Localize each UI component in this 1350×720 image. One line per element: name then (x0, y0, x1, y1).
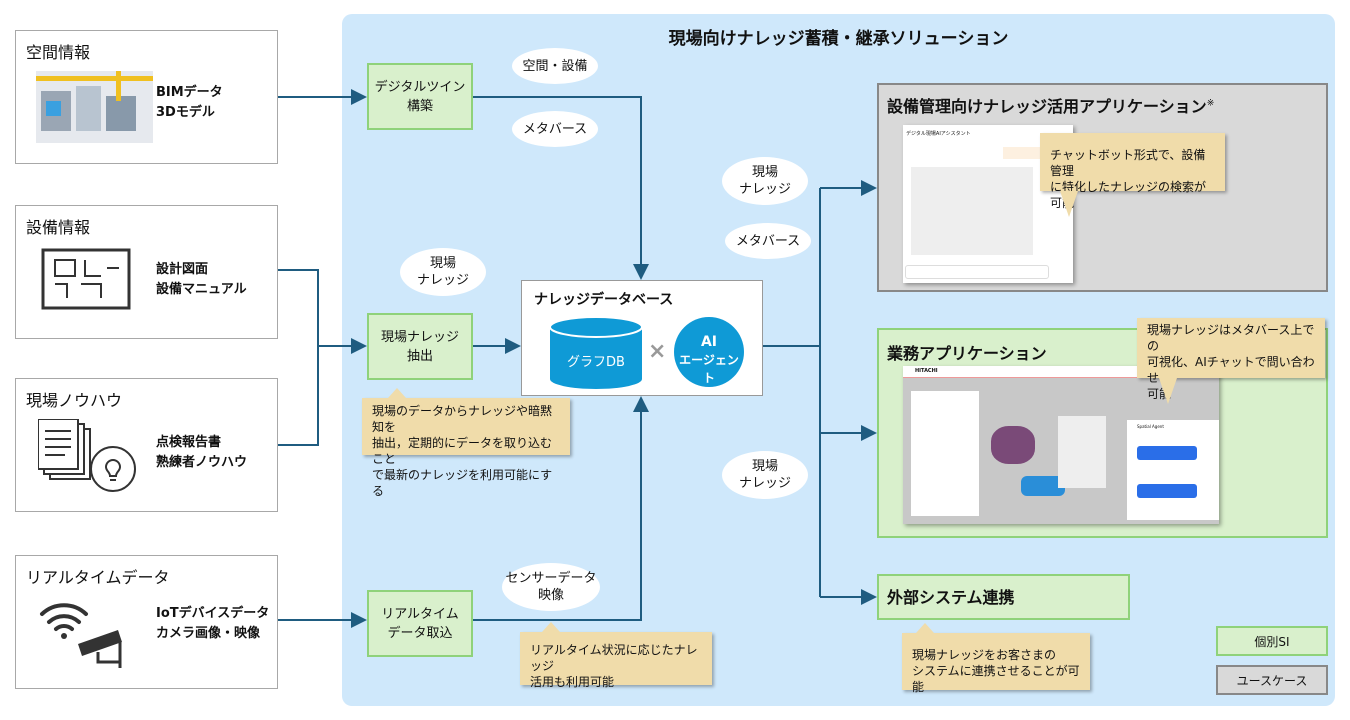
source-heading: 空間情報 (26, 43, 91, 62)
knowledge-database: ナレッジデータベース グラフDB × AI エージェント (521, 280, 763, 396)
business-app-title: 業務アプリケーション (887, 344, 1047, 363)
step-label: リアルタイム (381, 606, 459, 622)
step-label: デジタルツイン (374, 79, 466, 95)
source-line: 設計図面 (156, 262, 209, 277)
label-text: センサーデータ (505, 571, 597, 586)
step-label: 現場ナレッジ (380, 329, 459, 345)
label-field-knowledge: 現場ナレッジ (722, 451, 808, 499)
source-line: カメラ画像・映像 (156, 626, 261, 641)
step-label: データ取込 (387, 625, 453, 641)
source-realtime-data: リアルタイムデータ IoTデバイスデータカメラ画像・映像 (15, 555, 278, 689)
label-field-knowledge: 現場ナレッジ (722, 157, 808, 205)
source-line: 点検報告書 (156, 435, 222, 450)
source-line: BIMデータ (156, 85, 223, 100)
source-equipment-info: 設備情報 設計図面設備マニュアル (15, 205, 278, 339)
graph-db-icon (550, 317, 642, 389)
footnote-mark: ※ (1206, 98, 1215, 109)
source-line: 熟練者ノウハウ (156, 455, 248, 470)
label-text: メタバース (522, 121, 588, 137)
label-text: ナレッジ (738, 476, 791, 491)
agent-label: エージェント (679, 353, 739, 385)
label-text: ナレッジ (738, 182, 791, 197)
screenshot-title: デジタル現場AIアシスタント (906, 131, 971, 137)
callout-text: チャットボット形式で、設備管理 (1050, 148, 1206, 178)
callout-text: 現場ナレッジはメタバース上での (1147, 323, 1315, 353)
legend-individual-si: 個別SI (1216, 626, 1328, 656)
documents-idea-icon (38, 419, 136, 492)
label-text: ナレッジ (416, 273, 469, 288)
external-system-box: 外部システム連携 (877, 574, 1130, 620)
label-text: メタバース (735, 233, 801, 249)
callout-text: システムに連携させることが可能 (912, 664, 1080, 694)
label-metaverse: メタバース (512, 111, 598, 147)
database-title: ナレッジデータベース (534, 292, 674, 308)
callout-text: 抽出，定期的にデータを取り込むこと (372, 436, 553, 466)
source-line: 設備マニュアル (156, 282, 247, 297)
floor-plan-icon (41, 248, 131, 310)
wifi-camera-icon (40, 603, 122, 668)
source-spatial-info: 空間情報 BIMデータ 3Dモデル (15, 30, 278, 164)
graph-db-label: グラフDB (567, 355, 625, 370)
facility-app-title: 設備管理向けナレッジ活用アプリケーション (887, 97, 1207, 116)
source-line: IoTデバイスデータ (156, 606, 270, 621)
callout-business: 現場ナレッジはメタバース上での可視化、AIチャットで問い合わせ可能 (1137, 318, 1325, 404)
step-realtime-ingest: リアルタイムデータ取込 (367, 590, 473, 657)
chat-assistant-screenshot: デジタル現場AIアシスタント (903, 125, 1073, 283)
label-text: 現場 (429, 256, 456, 271)
times-icon: × (648, 339, 667, 364)
callout-text: 可視化、AIチャットで問い合わせ (1147, 355, 1315, 385)
callout-text: 活用も利用可能 (530, 675, 615, 689)
source-heading: 現場ノウハウ (26, 391, 123, 410)
label-field-knowledge: 現場ナレッジ (400, 248, 486, 296)
step-digital-twin: デジタルツイン構築 (367, 63, 473, 130)
legend-label: 個別SI (1254, 634, 1290, 649)
source-line: 3Dモデル (156, 105, 215, 120)
legend-label: ユースケース (1236, 673, 1308, 688)
metaverse-screenshot: HITACHI Spatial Agent (903, 366, 1219, 524)
callout-text: 現場のデータからナレッジや暗黙知を (372, 404, 553, 434)
bim-model-icon (36, 71, 153, 143)
agent-label: AI (700, 334, 718, 350)
callout-extraction: 現場のデータからナレッジや暗黙知を抽出，定期的にデータを取り込むことで最新のナレ… (362, 388, 570, 498)
callout-text: リアルタイム状況に応じたナレッジ (530, 643, 698, 673)
label-metaverse: メタバース (725, 223, 811, 259)
label-sensor-video: センサーデータ映像 (502, 563, 600, 611)
source-heading: リアルタイムデータ (26, 568, 170, 587)
external-system-title: 外部システム連携 (887, 588, 1015, 607)
callout-external: 現場ナレッジをお客さまのシステムに連携させることが可能 (902, 623, 1090, 694)
legend-use-case: ユースケース (1216, 665, 1328, 695)
step-knowledge-extraction: 現場ナレッジ抽出 (367, 313, 473, 380)
label-text: 空間・設備 (522, 58, 588, 74)
brand-logo: HITACHI (915, 368, 938, 374)
callout-text: 現場ナレッジをお客さまの (912, 648, 1057, 662)
callout-chatbot: チャットボット形式で、設備管理に特化したナレッジの検索が可能 (1040, 133, 1225, 217)
solution-title: 現場向けナレッジ蓄積・継承ソリューション (668, 29, 1009, 49)
step-label: 構築 (406, 98, 433, 114)
ai-agent-icon: AI エージェント (674, 317, 744, 387)
agent-panel-title: Spatial Agent (1137, 424, 1164, 429)
label-space-equipment: 空間・設備 (512, 48, 598, 84)
callout-text: で最新のナレッジを利用可能にする (372, 468, 553, 498)
label-text: 現場 (751, 459, 778, 474)
step-label: 抽出 (406, 348, 433, 364)
source-heading: 設備情報 (26, 218, 91, 237)
label-text: 映像 (537, 588, 564, 603)
source-field-knowhow: 現場ノウハウ 点検報告書熟練者ノウハウ (15, 378, 278, 512)
label-text: 現場 (751, 165, 778, 180)
callout-realtime: リアルタイム状況に応じたナレッジ活用も利用可能 (520, 622, 712, 689)
